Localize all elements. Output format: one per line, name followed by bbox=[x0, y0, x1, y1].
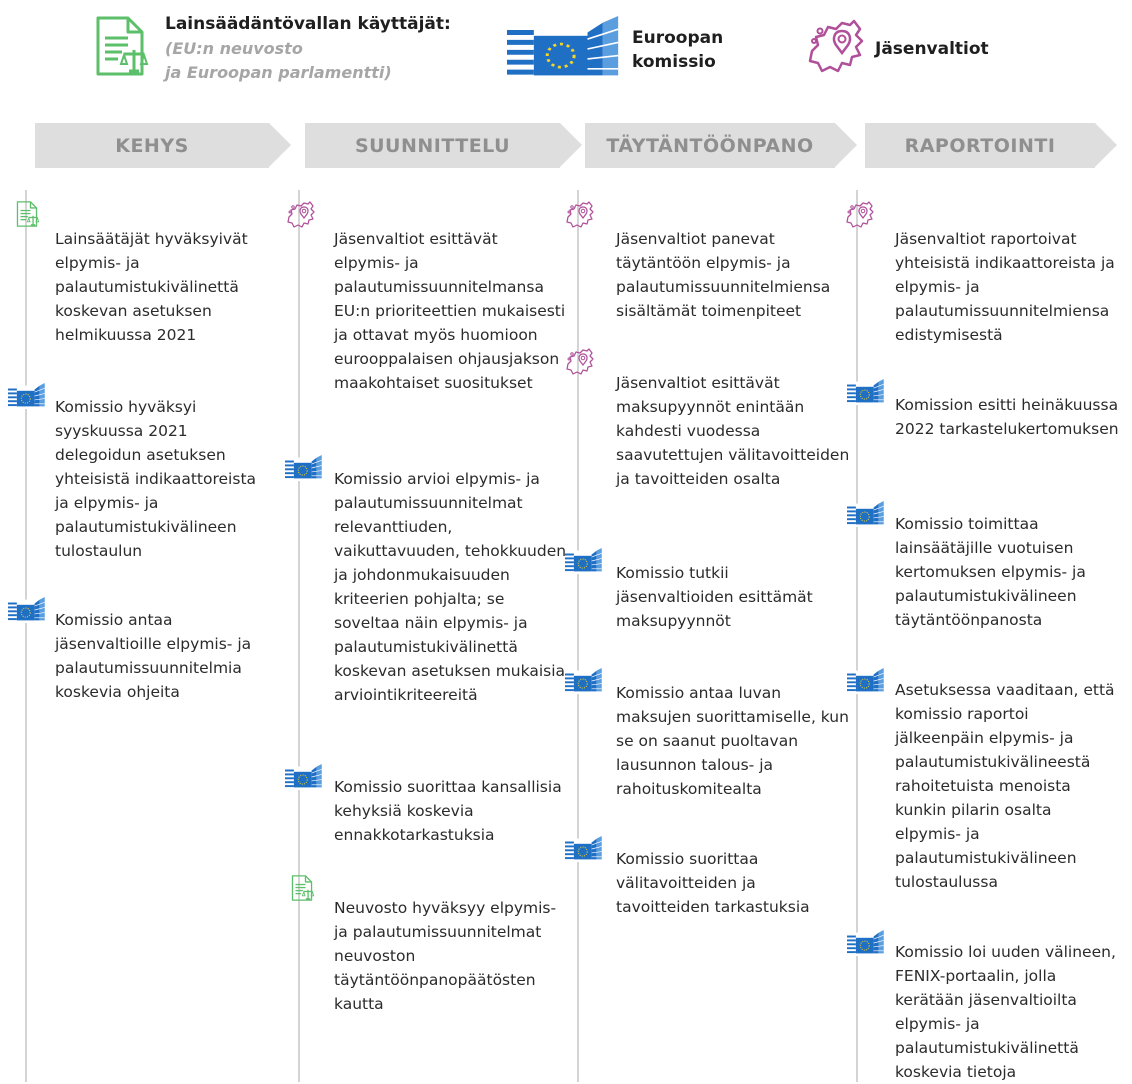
commission-icon bbox=[847, 668, 885, 694]
commission-icon bbox=[8, 383, 46, 409]
column-title: RAPORTOINTI bbox=[904, 134, 1056, 157]
member-states-icon bbox=[806, 16, 866, 78]
entry-raportointi-5: Komissio loi uuden välineen, FENIX-porta… bbox=[895, 943, 1116, 1081]
entry-taytantoonpano-2: Jäsenvaltiot esittävät maksupyynnöt enin… bbox=[616, 374, 850, 488]
column-line-suunnittelu bbox=[298, 190, 300, 1082]
column-header-kehys: KEHYS bbox=[35, 123, 291, 168]
column-title: SUUNNITTELU bbox=[354, 134, 511, 157]
commission-icon bbox=[565, 836, 603, 862]
commission-label-line2: komissio bbox=[632, 52, 716, 72]
entry-kehys-1: Lainsäätäjät hyväksyivät elpymis- ja pal… bbox=[55, 230, 248, 344]
member-states-icon bbox=[845, 200, 875, 230]
commission-label-line1: Euroopan bbox=[632, 28, 724, 48]
commission-icon bbox=[507, 16, 622, 82]
column-line-kehys bbox=[25, 190, 27, 1082]
commission-icon bbox=[847, 501, 885, 527]
member-states-icon bbox=[286, 200, 316, 230]
commission-icon bbox=[565, 668, 603, 694]
column-line-taytantoonpano bbox=[577, 190, 579, 1082]
column-line-raportointi bbox=[856, 190, 858, 1082]
member-states-label: Jäsenvaltiot bbox=[875, 39, 989, 59]
entry-taytantoonpano-4: Komissio antaa luvan maksujen suorittami… bbox=[616, 684, 849, 798]
commission-icon bbox=[8, 597, 46, 623]
entry-suunnittelu-3: Komissio suorittaa kansallisia kehyksiä … bbox=[334, 778, 562, 844]
entry-raportointi-1: Jäsenvaltiot raportoivat yhteisistä indi… bbox=[895, 230, 1115, 344]
column-header-suunnittelu: SUUNNITTELU bbox=[305, 123, 582, 168]
column-title: KEHYS bbox=[115, 134, 189, 157]
commission-icon bbox=[847, 930, 885, 956]
column-title: TÄYTÄNTÖÖNPANO bbox=[606, 134, 814, 157]
column-header-raportointi: RAPORTOINTI bbox=[865, 123, 1117, 168]
commission-icon bbox=[285, 455, 323, 481]
column-header-taytantoonpano: TÄYTÄNTÖÖNPANO bbox=[585, 123, 857, 168]
legislators-subtitle-line1: (EU:n neuvosto bbox=[165, 39, 303, 58]
entry-suunnittelu-2: Komissio arvioi elpymis- ja palautumissu… bbox=[334, 470, 567, 704]
legislator-icon bbox=[14, 200, 40, 228]
member-states-icon bbox=[565, 200, 595, 230]
entry-raportointi-4: Asetuksessa vaaditaan, että komissio rap… bbox=[895, 681, 1115, 891]
commission-icon bbox=[847, 379, 885, 405]
member-states-icon bbox=[565, 347, 595, 377]
legend: Lainsäädäntövallan käyttäjät: (EU:n neuv… bbox=[0, 0, 1132, 110]
entry-taytantoonpano-1: Jäsenvaltiot panevat täytäntöön elpymis-… bbox=[616, 230, 831, 320]
legislators-title: Lainsäädäntövallan käyttäjät: bbox=[165, 14, 451, 34]
entry-taytantoonpano-5: Komissio suorittaa välitavoitteiden ja t… bbox=[616, 850, 810, 916]
legislator-icon bbox=[90, 14, 150, 78]
commission-icon bbox=[285, 764, 323, 790]
entry-suunnittelu-4: Neuvosto hyväksyy elpymis- ja palautumis… bbox=[334, 899, 557, 1013]
entry-raportointi-2: Komission esitti heinäkuussa 2022 tarkas… bbox=[895, 396, 1119, 438]
commission-icon bbox=[565, 548, 603, 574]
legislators-subtitle-line2: ja Euroopan parlamentti) bbox=[165, 63, 392, 82]
legislator-icon bbox=[289, 874, 315, 902]
entry-raportointi-3: Komissio toimittaa lainsäätäjille vuotui… bbox=[895, 515, 1086, 629]
entry-taytantoonpano-3: Komissio tutkii jäsenvaltioiden esittämä… bbox=[616, 564, 813, 630]
entry-kehys-2: Komissio hyväksyi syyskuussa 2021 delego… bbox=[55, 398, 257, 560]
entry-kehys-3: Komissio antaa jäsenvaltioille elpymis- … bbox=[55, 611, 252, 701]
entry-suunnittelu-1: Jäsenvaltiot esittävät elpymis- ja palau… bbox=[334, 230, 566, 392]
